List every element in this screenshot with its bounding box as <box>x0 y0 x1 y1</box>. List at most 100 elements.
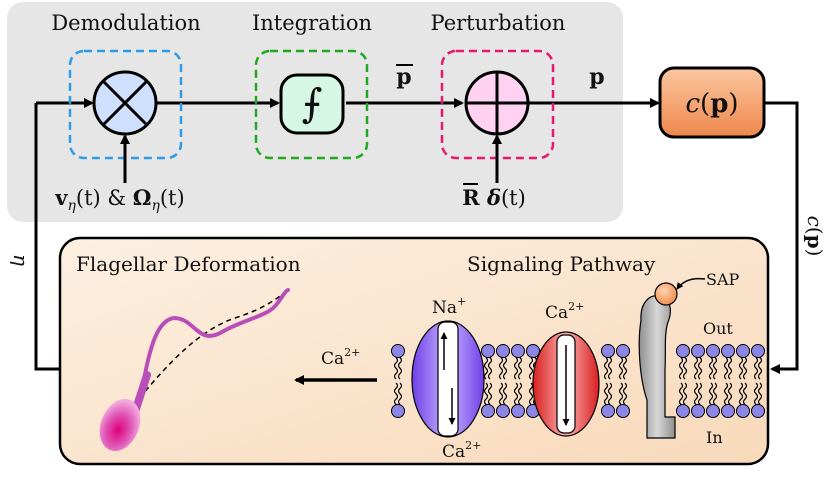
ca-arrow-label: Ca2+ <box>321 346 360 369</box>
lipid-tail <box>517 357 523 380</box>
lipid-tail <box>697 357 703 380</box>
feedback-line-right <box>764 101 799 374</box>
lipid-tail <box>712 382 718 405</box>
feedback-line-left <box>34 103 60 371</box>
lipid-tail <box>603 382 609 405</box>
lipid-head <box>736 344 750 358</box>
lipid-tail <box>738 382 744 405</box>
lipid-tail <box>708 357 714 380</box>
signaling-title: Signaling Pathway <box>467 252 656 276</box>
lipid-tail <box>727 382 733 405</box>
lipid-tail <box>622 382 628 405</box>
lipid-tail <box>757 382 763 405</box>
lipid-tail <box>607 382 613 405</box>
lipid-head <box>481 404 495 418</box>
lipid-head <box>616 404 630 418</box>
lipid-head <box>736 404 750 418</box>
lipid-head <box>751 404 765 418</box>
lipid-head <box>691 344 705 358</box>
lipid-head <box>676 404 690 418</box>
lipid-tail <box>498 357 504 380</box>
integrator-block <box>279 73 345 135</box>
lipid-tail <box>753 382 759 405</box>
calcium-channel <box>532 331 600 437</box>
lipid-tail <box>502 357 508 380</box>
integral-icon: ⨍ <box>302 81 323 127</box>
lipid-head <box>511 404 525 418</box>
lipid-tail <box>498 382 504 405</box>
lipid-tail <box>502 382 508 405</box>
flagellar-title: Flagellar Deformation <box>76 252 301 276</box>
lipid-tail <box>622 357 628 380</box>
cp-side-label: c(p) <box>803 216 827 257</box>
lipid-tail <box>607 357 613 380</box>
lipid-tail <box>678 382 684 405</box>
lipid-tail <box>393 382 399 405</box>
lipid-tail <box>618 357 624 380</box>
lipid-tail <box>517 382 523 405</box>
in-label: In <box>706 428 723 447</box>
lipid-head <box>706 344 720 358</box>
sperm-midpiece <box>131 371 151 416</box>
lipid-tail <box>693 382 699 405</box>
lipid-tail <box>603 357 609 380</box>
lipid-tail <box>618 382 624 405</box>
lipid-tail <box>397 357 403 380</box>
lipid-head <box>601 404 615 418</box>
out-label: Out <box>703 319 733 338</box>
lipid-tail <box>682 357 688 380</box>
sap-label: SAP <box>706 270 740 289</box>
lipid-head <box>616 344 630 358</box>
lipid-head <box>676 344 690 358</box>
pert-input-label: R δ(t) <box>462 185 526 210</box>
lipid-tail <box>712 357 718 380</box>
eta-side-label: η <box>9 254 33 266</box>
lipid-tail <box>397 382 403 405</box>
lipid-tail <box>753 357 759 380</box>
lipid-head <box>706 404 720 418</box>
lipid-head <box>391 344 405 358</box>
lipid-tail <box>742 357 748 380</box>
lipid-tail <box>487 357 493 380</box>
lipid-tail <box>723 357 729 380</box>
p-bar-label: p <box>396 64 411 90</box>
sperm-head <box>99 398 141 452</box>
sperm-flagellum <box>141 288 290 387</box>
lipid-tail <box>393 357 399 380</box>
cost-label: c(p) <box>685 89 738 119</box>
stage-title-perturbation: Perturbation <box>431 11 566 35</box>
stage-title-demodulation: Demodulation <box>51 11 200 35</box>
lipid-head <box>511 344 525 358</box>
lipid-tail <box>678 357 684 380</box>
lipid-tail <box>682 382 688 405</box>
lipid-tail <box>513 382 519 405</box>
ca-bottom-label: Ca2+ <box>442 439 481 462</box>
lipid-head <box>721 344 735 358</box>
lipid-head <box>496 404 510 418</box>
lipid-tail <box>487 382 493 405</box>
lipid-tail <box>513 357 519 380</box>
stage-title-integration: Integration <box>252 11 372 35</box>
sodium-channel <box>411 320 485 438</box>
lipid-head <box>691 404 705 418</box>
lipid-head <box>481 344 495 358</box>
lipid-head <box>391 404 405 418</box>
lipid-head <box>721 404 735 418</box>
sperm-dashed-trace <box>127 293 284 413</box>
lipid-tail <box>528 357 534 380</box>
lipid-tail <box>693 357 699 380</box>
na-label: Na+ <box>432 295 466 318</box>
sap-pointer-arrow <box>676 277 706 290</box>
lipid-head <box>751 344 765 358</box>
lipid-tail <box>757 357 763 380</box>
lipid-tail <box>742 382 748 405</box>
lipid-tail <box>723 382 729 405</box>
sap-molecule <box>654 282 678 306</box>
p-label: p <box>589 64 604 90</box>
lipid-tail <box>697 382 703 405</box>
lipid-tail <box>483 357 489 380</box>
lipid-membrane <box>391 344 765 418</box>
lipid-head <box>496 344 510 358</box>
demod-input-label: vη(t) & Ωη(t) <box>54 185 184 214</box>
